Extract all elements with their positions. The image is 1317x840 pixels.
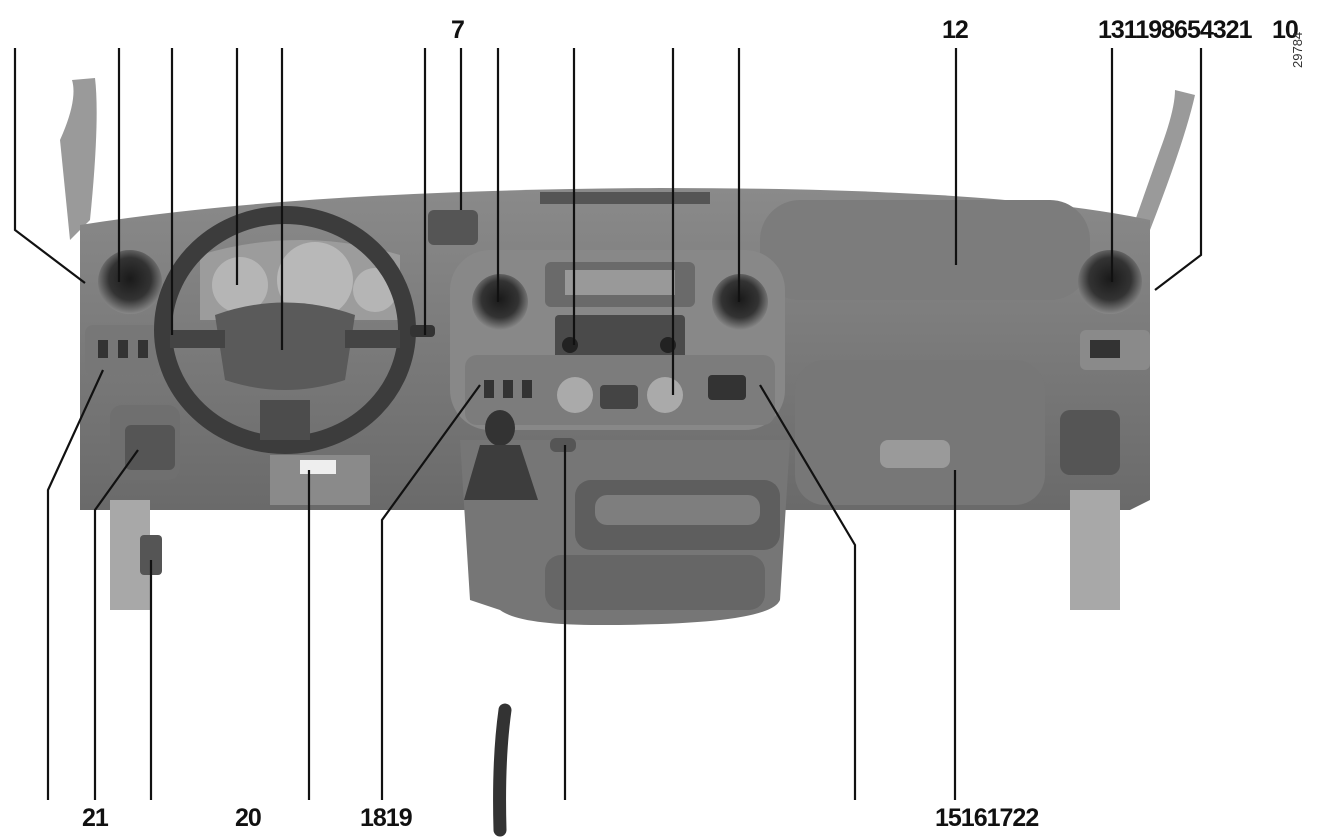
console-button xyxy=(550,438,576,452)
steering-spoke-left xyxy=(170,330,225,348)
callout-line-bottom-2 xyxy=(93,449,139,800)
center-switch-2 xyxy=(503,380,513,398)
pedal-left xyxy=(140,535,162,575)
left-switch-2 xyxy=(118,340,128,358)
left-pillar xyxy=(60,78,97,240)
climate-dial-left xyxy=(557,377,593,413)
callout-line-bottom-7 xyxy=(759,384,857,800)
steering-column xyxy=(260,400,310,440)
steering-wheel-rim xyxy=(154,206,416,454)
top-module xyxy=(428,210,478,245)
climate-dial-right xyxy=(647,377,683,413)
steering-wheel-hub xyxy=(215,302,355,390)
left-lower-pocket xyxy=(125,425,175,470)
steering-spoke-right xyxy=(345,330,400,348)
glovebox xyxy=(795,360,1045,505)
gear-boot xyxy=(464,445,538,500)
callout-label-10: 10 xyxy=(1272,16,1299,44)
right-outer-vent xyxy=(1078,250,1142,314)
image-code: 29784 xyxy=(1290,31,1305,68)
callout-line-bottom-1 xyxy=(46,369,104,800)
callout-label-7: 7 xyxy=(451,16,465,44)
right-side-switch xyxy=(1090,340,1120,358)
callout-lines-top xyxy=(13,48,1203,395)
callout-label-group-right: 131198654321 xyxy=(1098,16,1252,44)
radio-knob-left xyxy=(562,337,578,353)
center-right-switch xyxy=(708,375,746,400)
parking-brake-lever xyxy=(493,703,512,837)
cup-holder-inner xyxy=(595,495,760,525)
glovebox-handle xyxy=(880,440,950,468)
callout-label-20: 20 xyxy=(235,804,262,832)
gear-knob xyxy=(485,410,515,446)
left-switch-3 xyxy=(138,340,148,358)
callout-line-top-1 xyxy=(13,48,86,284)
gauge-left xyxy=(212,257,268,313)
lower-storage xyxy=(545,555,765,610)
under-column-socket xyxy=(300,460,336,474)
center-switch-1 xyxy=(484,380,494,398)
callout-label-1819: 1819 xyxy=(360,804,413,832)
right-lower-pocket xyxy=(1060,410,1120,475)
left-switch-1 xyxy=(98,340,108,358)
gauge-center xyxy=(277,242,353,318)
dashboard-top-slot xyxy=(540,192,710,204)
radio-unit xyxy=(555,315,685,365)
callout-lines-bottom xyxy=(46,369,957,800)
right-lower-panel xyxy=(1070,490,1120,610)
callout-label-15161722: 15161722 xyxy=(935,804,1039,832)
callout-label-12: 12 xyxy=(942,16,969,44)
callout-label-21: 21 xyxy=(82,804,109,832)
right-pillar xyxy=(1130,90,1195,235)
callout-line-top-14 xyxy=(1154,48,1203,291)
center-switch-3 xyxy=(522,380,532,398)
radio-display xyxy=(565,270,675,295)
climate-center-control xyxy=(600,385,638,409)
center-vent-left xyxy=(472,274,528,330)
dashboard-top-panel xyxy=(760,200,1090,300)
stalk-right xyxy=(410,325,435,337)
callout-line-bottom-5 xyxy=(380,384,481,800)
left-outer-vent xyxy=(98,250,162,314)
